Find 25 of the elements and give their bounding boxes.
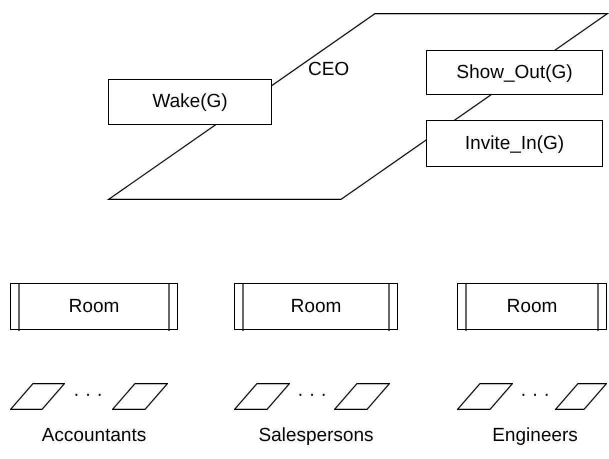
process-box <box>426 120 603 167</box>
room-box <box>457 283 607 330</box>
parallelogram-shape <box>10 383 65 410</box>
node-label: Room <box>290 296 342 318</box>
group-label: Engineers <box>492 425 578 447</box>
node-label: Wake(G) <box>152 91 228 113</box>
process-box <box>108 79 272 125</box>
node-label: Show_Out(G) <box>456 62 573 84</box>
parallelogram-shape <box>234 383 290 410</box>
room-box <box>10 283 178 330</box>
ellipsis-dots: · · · <box>520 384 550 406</box>
group-label: Accountants <box>42 425 146 447</box>
parallelogram-shape <box>334 383 390 410</box>
parallelogram-shape <box>457 383 513 410</box>
parallelogram-shape <box>555 383 607 410</box>
process-box <box>426 50 603 95</box>
group-label: Salespersons <box>258 425 374 447</box>
node-label: Room <box>68 296 120 318</box>
group-title: CEO <box>308 59 350 81</box>
room-box <box>234 283 398 330</box>
node-label: Room <box>506 296 558 318</box>
parallelogram-shape <box>112 383 168 410</box>
ellipsis-dots: · · · <box>297 384 327 406</box>
ellipsis-dots: · · · <box>73 384 103 406</box>
node-label: Invite_In(G) <box>464 132 564 154</box>
